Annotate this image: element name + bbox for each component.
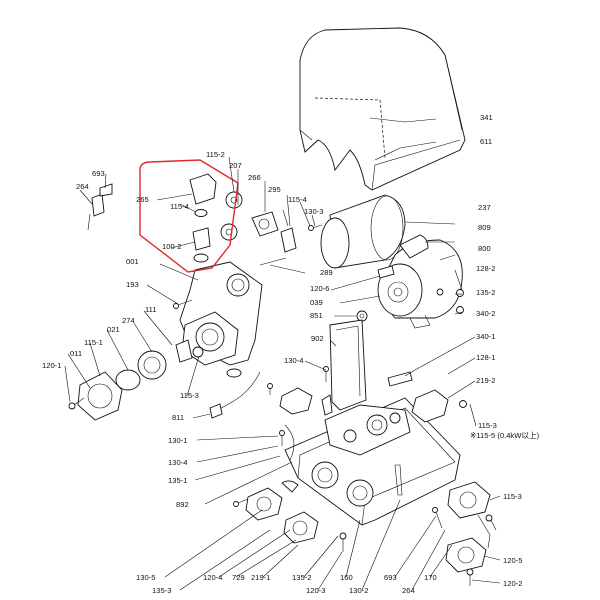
- label-120-2: 120-2: [503, 579, 522, 588]
- label-266: 266: [248, 173, 261, 182]
- label-809: 809: [478, 223, 491, 232]
- label-264-top: 264: [76, 182, 89, 191]
- label-039: 039: [310, 298, 323, 307]
- bracket-902: [321, 319, 367, 416]
- label-295: 295: [268, 185, 281, 194]
- label-135-3: 135-3: [152, 586, 171, 595]
- pressure-switch-265: [189, 173, 217, 263]
- bottom-flanges: [245, 480, 491, 573]
- label-264-bottom: 264: [402, 586, 415, 595]
- label-130-4-low: 130-4: [168, 458, 187, 467]
- label-120-4: 120-4: [203, 573, 222, 582]
- part-labels: 341 611 693 264 115-2 207 266 295 115-4 …: [42, 113, 540, 595]
- label-289: 289: [320, 268, 333, 277]
- motor-237: [320, 194, 406, 269]
- label-130-3: 130-3: [304, 207, 323, 216]
- label-207: 207: [229, 161, 242, 170]
- label-135-1: 135-1: [168, 476, 187, 485]
- label-130-1: 130-1: [168, 436, 187, 445]
- label-115-5-note: ※115-5 (0.4kW以上): [470, 431, 540, 440]
- label-170: 170: [424, 573, 437, 582]
- label-111: 111: [145, 305, 157, 314]
- label-021: 021: [107, 325, 120, 334]
- bolts: [68, 224, 497, 586]
- leader-lines: [64, 117, 501, 591]
- label-340-2: 340-2: [476, 309, 495, 318]
- label-193: 193: [126, 280, 139, 289]
- base-housing: [284, 397, 461, 526]
- label-902: 902: [311, 334, 324, 343]
- label-800: 800: [478, 244, 491, 253]
- label-265: 265: [136, 195, 149, 204]
- label-100-2: 100-2: [162, 242, 181, 251]
- label-130-4-mid: 130-4: [284, 356, 303, 365]
- pump-body-001: [179, 191, 263, 378]
- switch-266-295: [251, 209, 297, 253]
- label-340-1: 340-1: [476, 332, 495, 341]
- highlight-box: [139, 159, 239, 273]
- label-120-6: 120-6: [310, 284, 329, 293]
- label-693-top: 693: [92, 169, 105, 178]
- label-135-2-bottom: 135-2: [292, 573, 311, 582]
- label-237: 237: [478, 203, 491, 212]
- label-115-3-bottom: 115-3: [503, 492, 522, 501]
- label-120-1: 120-1: [42, 361, 61, 370]
- pump-cover: [299, 27, 466, 191]
- label-135-2-right: 135-2: [476, 288, 495, 297]
- label-128-1: 128-1: [476, 353, 495, 362]
- label-851: 851: [310, 311, 323, 320]
- label-011: 011: [70, 349, 82, 358]
- small-parts-right: [356, 265, 467, 408]
- label-115-2: 115-2: [206, 150, 225, 159]
- impeller-group: [77, 339, 204, 421]
- label-130-2: 130-2: [349, 586, 368, 595]
- label-115-4-left: 115-4: [170, 202, 189, 211]
- sensor-264-693: [87, 183, 113, 231]
- label-693-bottom: 693: [384, 573, 397, 582]
- label-115-4-right: 115-4: [288, 195, 307, 204]
- label-219-2: 219-2: [476, 376, 495, 385]
- label-729: 729: [232, 573, 245, 582]
- label-892: 892: [176, 500, 189, 509]
- label-219-1: 219-1: [251, 573, 270, 582]
- plates-right: [279, 387, 449, 423]
- label-160: 160: [340, 573, 353, 582]
- label-611: 611: [480, 137, 492, 146]
- label-128-2: 128-2: [476, 264, 495, 273]
- label-115-3-right: 115-3: [478, 421, 497, 430]
- label-130-5: 130-5: [136, 573, 155, 582]
- label-120-3: 120-3: [306, 586, 325, 595]
- label-811: 811: [172, 413, 184, 422]
- label-115-3-left: 115-3: [180, 391, 199, 400]
- label-001: 001: [126, 257, 139, 266]
- label-274: 274: [122, 316, 135, 325]
- label-341: 341: [480, 113, 493, 122]
- label-115-1: 115-1: [84, 338, 103, 347]
- label-120-5: 120-5: [503, 556, 522, 565]
- cable-811: [209, 371, 295, 461]
